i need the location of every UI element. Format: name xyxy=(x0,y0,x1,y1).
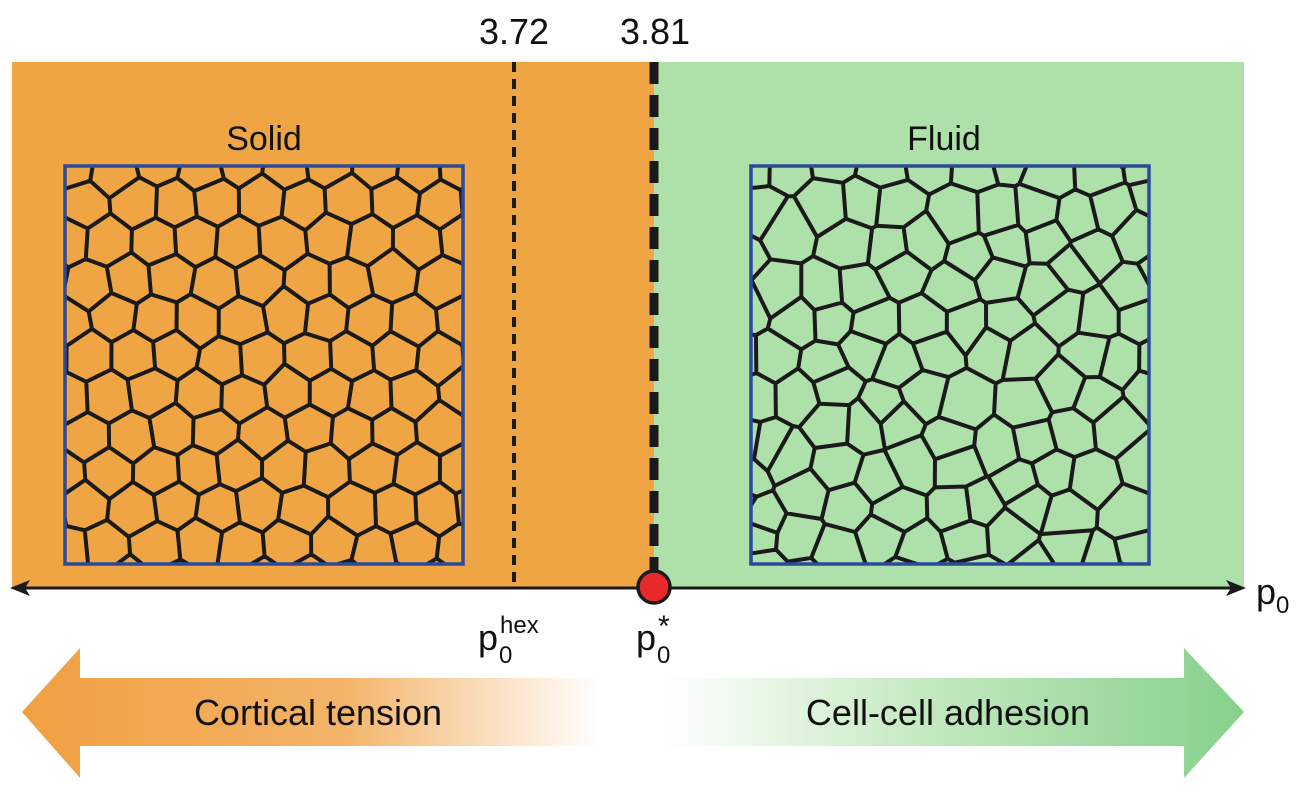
solid-tissue-icon xyxy=(63,164,465,566)
fluid-phase-label: Fluid xyxy=(907,120,981,158)
hex-marker-label: p 0 hex xyxy=(478,612,539,669)
svg-text:p: p xyxy=(478,617,498,658)
critical-point-marker xyxy=(636,569,672,605)
solid-phase-label: Solid xyxy=(226,120,302,158)
p0-axis xyxy=(10,580,1246,596)
svg-text:0: 0 xyxy=(657,642,670,669)
svg-text:hex: hex xyxy=(500,612,539,639)
star-marker-label: p 0 * xyxy=(636,610,670,669)
cell-adhesion-arrow xyxy=(662,648,1244,778)
cortical-tension-arrow xyxy=(22,648,600,778)
cell-adhesion-label: Cell-cell adhesion xyxy=(806,692,1090,733)
fluid-tissue-icon xyxy=(749,164,1151,566)
cortical-tension-label: Cortical tension xyxy=(194,692,442,733)
svg-text:0: 0 xyxy=(499,642,512,669)
hex-threshold-value: 3.72 xyxy=(479,11,549,52)
axis-label: p0 xyxy=(1256,571,1289,619)
star-threshold-value: 3.81 xyxy=(620,11,690,52)
solid-region xyxy=(12,62,654,588)
svg-text:p: p xyxy=(636,617,656,658)
svg-text:*: * xyxy=(658,610,670,643)
